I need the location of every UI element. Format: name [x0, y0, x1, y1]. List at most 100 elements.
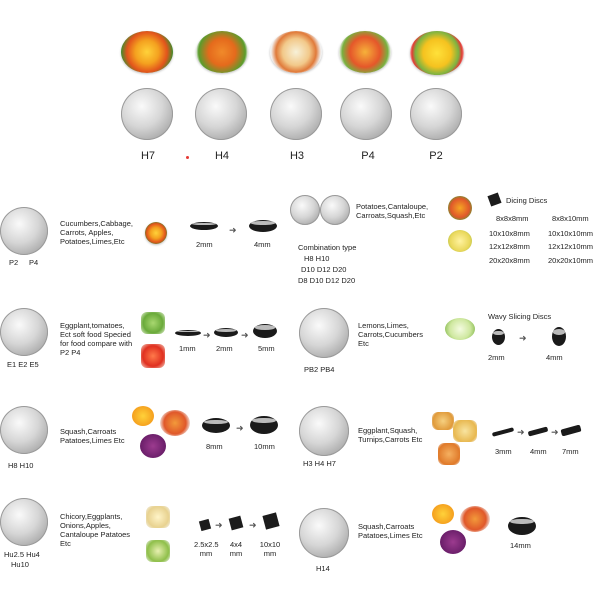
- diced-food-yellow: [448, 230, 472, 252]
- disc-pb: [299, 308, 349, 358]
- disc-e: [0, 308, 48, 356]
- dicing-right-2: 10x10x10mm: [548, 229, 594, 238]
- slice-ring-8mm: [202, 418, 230, 433]
- slice-ring-1mm: [175, 330, 201, 336]
- food-red-cabbage: [140, 434, 166, 458]
- foods-h8-h10: Squash,Carroats Patatoes,Limes Etc: [60, 427, 125, 445]
- julienne-stick-4mm: [527, 426, 549, 437]
- arrow-icon: ➜: [241, 330, 249, 340]
- foods-p2-p4: Cucumbers,Cabbage, Carrots, Apples, Pota…: [60, 219, 133, 246]
- slice-ring-4mm: [249, 220, 277, 232]
- wavy-slice-2mm: [492, 329, 505, 345]
- food-cabbage-h14: [440, 530, 466, 554]
- label-h7: H7: [140, 150, 156, 162]
- disc-h4: [195, 88, 247, 140]
- cube-2.5mm: [198, 518, 212, 532]
- julienne-stick-7mm: [560, 424, 582, 437]
- size-14mm: 14mm: [510, 541, 531, 550]
- food-plate-p2: [410, 31, 464, 75]
- disc-combination-a: [290, 195, 320, 225]
- combination-row-3: D8 D10 D12 D20: [298, 276, 356, 285]
- arrow-icon: ➜: [551, 427, 559, 437]
- food-lemon-slices: [445, 318, 475, 340]
- code-p2: P2: [9, 258, 19, 267]
- size-2mm: 2mm: [488, 353, 505, 362]
- foods-hu: Chicory,Eggplants, Onions,Apples, Cantal…: [60, 512, 131, 548]
- disc-hu: [0, 498, 48, 546]
- size-4mm: 4mm: [530, 447, 547, 456]
- disc-h7: [121, 88, 173, 140]
- dicing-right-1: 8x8x10mm: [552, 214, 589, 223]
- dicing-right-3: 12x12x10mm: [548, 242, 594, 251]
- food-plate-h3: [270, 31, 322, 73]
- food-squash-h14: [432, 504, 454, 524]
- codes-h3-h4-h7: H3 H4 H7: [303, 459, 336, 468]
- size-4mm: 4mm: [254, 240, 271, 249]
- arrow-icon: ➜: [215, 520, 223, 530]
- food-diced-green: [146, 540, 170, 562]
- slice-ring-2mm: [190, 222, 218, 230]
- code-p4: P4: [29, 258, 39, 267]
- food-julienne-3: [438, 443, 460, 465]
- foods-e: Eggplant,tomatoes, Ect soft food Specied…: [60, 321, 133, 357]
- wavy-title: Wavy Slicing Discs: [488, 312, 552, 321]
- arrow-icon: ➜: [519, 333, 527, 343]
- food-plate-h7: [121, 31, 173, 73]
- size-1mm: 1mm: [179, 344, 196, 353]
- size-4mm: 4mm: [546, 353, 563, 362]
- disc-p4: [340, 88, 392, 140]
- cube-4mm: [228, 515, 244, 531]
- food-carrots-h14: [460, 506, 490, 532]
- foods-combination: Potatoes,Cantaloupe, Carroats,Squash,Etc: [356, 202, 429, 220]
- slice-ring-2mm: [214, 328, 238, 337]
- foods-pb: Lemons,Limes, Carrots,Cucumbers Etc: [358, 321, 424, 348]
- dicing-title: Dicing Discs: [506, 196, 548, 205]
- size-8mm: 8mm: [206, 442, 223, 451]
- dicing-left-4: 20x20x8mm: [489, 256, 530, 265]
- dicing-cube-icon: [487, 192, 502, 207]
- slice-ring-10mm: [250, 416, 278, 434]
- dicing-left-2: 10x10x8mm: [489, 229, 530, 238]
- size-4x4mm: 4x4 mm: [229, 540, 243, 558]
- codes-hu-1: Hu2.5 Hu4: [4, 550, 40, 559]
- wavy-slice-4mm: [552, 327, 566, 346]
- food-tomatoes-red: [141, 344, 165, 368]
- dicing-left-3: 12x12x8mm: [489, 242, 530, 251]
- food-plate-p4: [339, 31, 391, 73]
- size-2mm: 2mm: [216, 344, 233, 353]
- codes-h8-h10: H8 H10: [8, 461, 34, 470]
- size-7mm: 7mm: [562, 447, 579, 456]
- disc-p2-p4: [0, 207, 48, 255]
- slice-ring-14mm: [508, 517, 536, 535]
- combination-row-2: D10 D12 D20: [301, 265, 347, 274]
- combination-row-1: H8 H10: [304, 254, 330, 263]
- arrow-icon: ➜: [203, 330, 211, 340]
- size-10x10mm: 10x10 mm: [259, 540, 281, 558]
- foods-h3-h4-h7: Eggplant,Squash, Turnips,Carrots Etc: [358, 426, 423, 444]
- label-p2: P2: [429, 150, 443, 162]
- size-10mm: 10mm: [254, 442, 275, 451]
- food-squash: [132, 406, 154, 426]
- codes-pb: PB2 PB4: [304, 365, 335, 374]
- disc-h3-h4-h7: [299, 406, 349, 456]
- disc-h3: [270, 88, 322, 140]
- disc-h8-h10: [0, 406, 48, 454]
- julienne-stick-3mm: [491, 427, 515, 437]
- food-diced-cream: [146, 506, 170, 528]
- foods-h14: Squash,Carroats Patatoes,Limes Etc: [358, 522, 423, 540]
- disc-combination-b: [320, 195, 350, 225]
- slice-ring-5mm: [253, 324, 277, 338]
- size-3mm: 3mm: [495, 447, 512, 456]
- food-carrots-plate: [160, 410, 190, 436]
- size-2.5x2.5mm: 2.5x2.5 mm: [194, 540, 219, 558]
- codes-hu-2: Hu10: [11, 560, 29, 569]
- food-plate-h4: [196, 31, 248, 73]
- label-h4: H4: [214, 150, 230, 162]
- red-dot-icon: [186, 156, 189, 159]
- arrow-icon: ➜: [236, 423, 244, 433]
- codes-e: E1 E2 E5: [7, 360, 39, 369]
- disc-p2: [410, 88, 462, 140]
- food-slices-p2-p4: [145, 222, 167, 244]
- arrow-icon: ➜: [249, 520, 257, 530]
- dicing-right-4: 20x20x10mm: [548, 256, 594, 265]
